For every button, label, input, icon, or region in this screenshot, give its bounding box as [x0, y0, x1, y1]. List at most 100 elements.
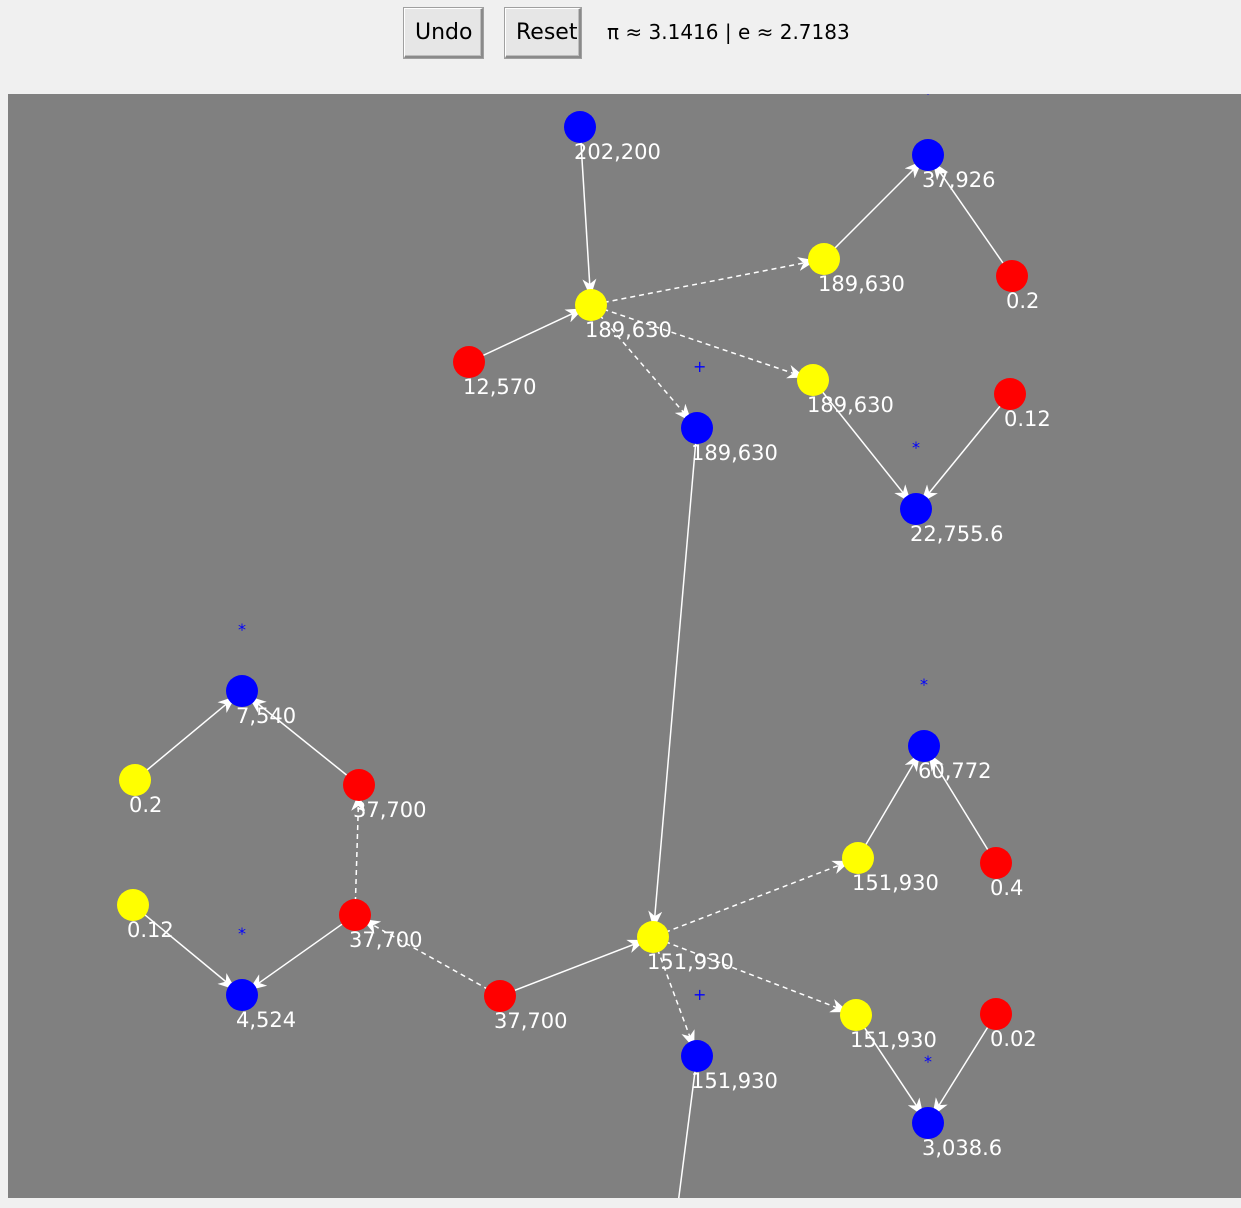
blue-node-circle[interactable]	[912, 1107, 944, 1139]
yellow-node-circle[interactable]	[119, 764, 151, 796]
yellow-node-circle[interactable]	[840, 999, 872, 1031]
red-node-circle[interactable]	[994, 378, 1026, 410]
red-node-circle[interactable]	[484, 980, 516, 1012]
edge-y7-b7	[859, 752, 920, 855]
node-value-label: 60,772	[918, 759, 991, 783]
node-value-label: 37,926	[922, 168, 995, 192]
graph-node[interactable]: 4,524 *	[226, 924, 296, 1032]
red-node-circle[interactable]	[343, 769, 375, 801]
nodes-layer: 202,200 189,630 12,570 189,630 37,926 * 0.2 189…	[117, 94, 1051, 1160]
node-value-label: 151,930	[850, 1028, 937, 1052]
graph-canvas[interactable]: 202,200 189,630 12,570 189,630 37,926 * 0.2 189…	[8, 94, 1241, 1198]
graph-node[interactable]: 151,930	[840, 999, 937, 1052]
red-node-circle[interactable]	[339, 899, 371, 931]
yellow-node-circle[interactable]	[637, 921, 669, 953]
graph-node[interactable]: 189,630	[797, 364, 894, 417]
graph-node[interactable]: 0.2	[996, 260, 1039, 313]
red-node-circle[interactable]	[996, 260, 1028, 292]
node-operator-label: *	[920, 675, 928, 694]
yellow-node-circle[interactable]	[797, 364, 829, 396]
reset-button[interactable]: Reset	[505, 8, 581, 58]
red-node-circle[interactable]	[453, 346, 485, 378]
toolbar: Undo Reset π ≈ 3.1416 | e ≈ 2.7183	[0, 0, 1241, 94]
graph-node[interactable]: 189,630	[575, 289, 672, 342]
edge-r1-y1	[472, 308, 584, 361]
node-value-label: 189,630	[691, 441, 778, 465]
graph-node[interactable]: 202,200	[564, 111, 661, 164]
edge-r8-b8	[932, 1016, 995, 1117]
red-node-circle[interactable]	[980, 998, 1012, 1030]
graph-node[interactable]: 37,926 *	[912, 94, 995, 192]
yellow-node-circle[interactable]	[117, 889, 149, 921]
blue-node-circle[interactable]	[681, 1040, 713, 1072]
node-value-label: 0.2	[1006, 289, 1039, 313]
node-value-label: 189,630	[585, 318, 672, 342]
node-value-label: 0.4	[990, 876, 1023, 900]
node-operator-label: *	[924, 94, 932, 103]
edge-b4-y6	[648, 431, 698, 930]
yellow-node-circle[interactable]	[842, 842, 874, 874]
graph-node[interactable]: 3,038.6 *	[912, 1052, 1002, 1160]
edge-r6-y6	[503, 939, 646, 996]
edge-b9-offscreen	[678, 1059, 698, 1198]
edge-r6-r5	[361, 918, 497, 995]
node-value-label: 202,200	[574, 140, 661, 164]
blue-node-circle[interactable]	[564, 111, 596, 143]
edge-r5-b6	[248, 916, 353, 991]
edge-y6-y7	[656, 860, 851, 937]
edge-y6-b9	[653, 940, 695, 1049]
blue-node-circle[interactable]	[226, 675, 258, 707]
node-value-label: 0.12	[1004, 407, 1051, 431]
node-operator-label: *	[238, 924, 246, 943]
graph-node[interactable]: 0.02	[980, 998, 1037, 1051]
node-value-label: 0.12	[127, 918, 174, 942]
node-operator-label: *	[924, 1052, 932, 1071]
edge-y1-b4	[593, 307, 692, 422]
graph-node[interactable]: 0.2	[119, 764, 162, 817]
node-value-label: 151,930	[691, 1069, 778, 1093]
node-operator-label: +	[693, 985, 706, 1004]
blue-node-circle[interactable]	[900, 493, 932, 525]
blue-node-circle[interactable]	[681, 412, 713, 444]
edge-r2-b2	[932, 161, 1011, 274]
yellow-node-circle[interactable]	[808, 243, 840, 275]
blue-node-circle[interactable]	[912, 139, 944, 171]
edge-y2-b2	[826, 160, 923, 257]
red-node-circle[interactable]	[980, 847, 1012, 879]
node-value-label: 37,700	[349, 928, 422, 952]
edge-y4-b5	[137, 696, 236, 779]
blue-node-circle[interactable]	[908, 730, 940, 762]
graph-node[interactable]: 151,930 +	[681, 985, 778, 1093]
graph-node[interactable]: 189,630+	[681, 357, 778, 465]
graph-node[interactable]: 7,540 *	[226, 620, 296, 728]
node-value-label: 37,700	[353, 798, 426, 822]
graph-node[interactable]: 22,755.6*	[900, 438, 1004, 546]
graph-node[interactable]: 12,570	[453, 346, 536, 399]
edge-r7-b7	[928, 752, 995, 860]
graph-node[interactable]: 60,772 *	[908, 675, 991, 783]
node-value-label: 189,630	[818, 272, 905, 296]
node-value-label: 7,540	[236, 704, 296, 728]
graph-node[interactable]: 37,700	[484, 980, 567, 1033]
graph-node[interactable]: 0.4	[980, 847, 1023, 900]
node-value-label: 12,570	[463, 375, 536, 399]
graph-node[interactable]: 0.12	[117, 889, 174, 942]
graph-node[interactable]: 37,700	[343, 769, 426, 822]
graph-node[interactable]: 0.12	[994, 378, 1051, 431]
graph-node[interactable]: 37,700	[339, 899, 422, 952]
edges-layer	[135, 130, 1011, 1198]
undo-button[interactable]: Undo	[404, 8, 483, 58]
node-value-label: 4,524	[236, 1008, 296, 1032]
node-operator-label: *	[912, 438, 920, 457]
yellow-node-circle[interactable]	[575, 289, 607, 321]
graph-svg[interactable]: 202,200 189,630 12,570 189,630 37,926 * 0.2 189…	[8, 94, 1241, 1198]
edge-y6-y8	[656, 937, 849, 1013]
graph-node[interactable]: 151,930	[842, 842, 939, 895]
constants-readout: π ≈ 3.1416 | e ≈ 2.7183	[607, 20, 850, 44]
blue-node-circle[interactable]	[226, 979, 258, 1011]
graph-node[interactable]: 189,630	[808, 243, 905, 296]
node-value-label: 37,700	[494, 1009, 567, 1033]
node-operator-label: *	[238, 620, 246, 639]
graph-node[interactable]: 151,930	[637, 921, 734, 974]
node-value-label: 3,038.6	[922, 1136, 1002, 1160]
